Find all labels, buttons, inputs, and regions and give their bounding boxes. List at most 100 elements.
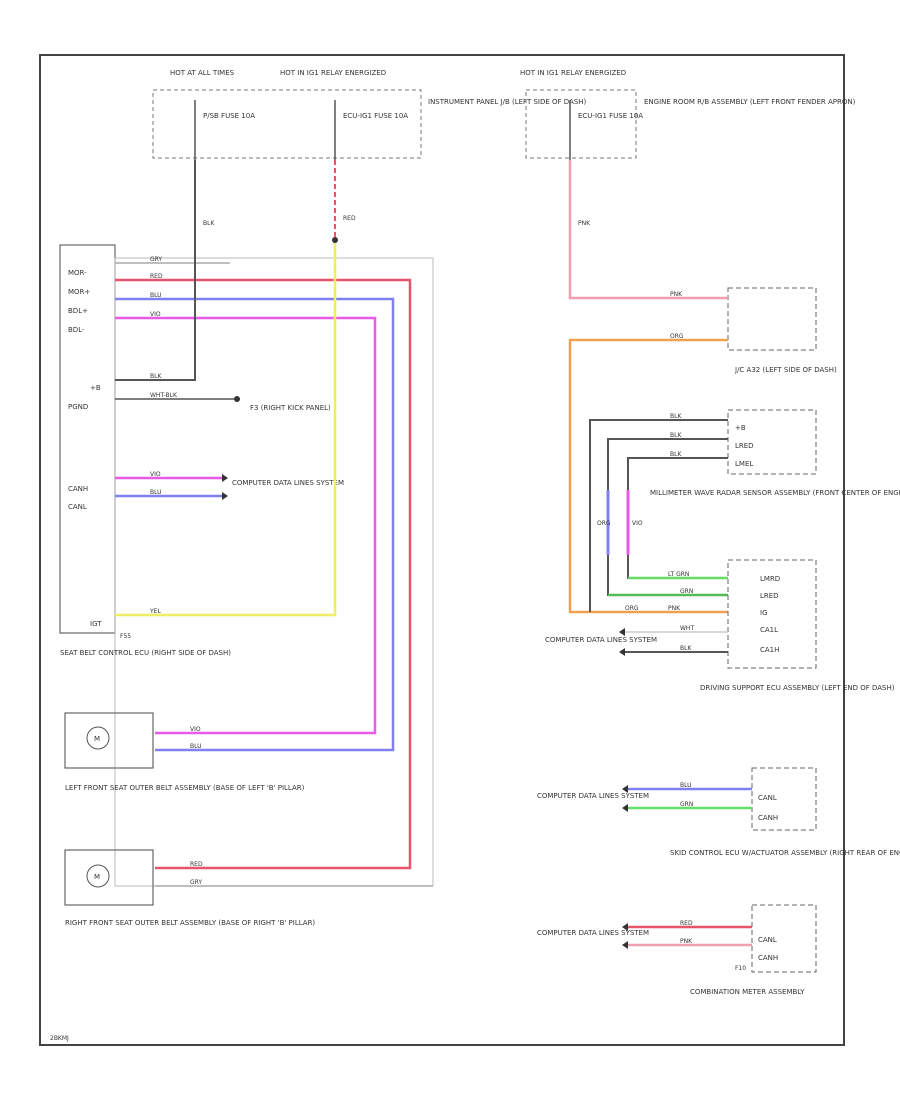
- wire-blu-bdl-plus: [115, 297, 395, 752]
- fuse-2-name: ECU-IG1 FUSE 10A: [343, 112, 408, 120]
- ground-label: F3 (RIGHT KICK PANEL): [250, 404, 331, 412]
- ecu-pin-bdl-minus: BDL-: [68, 326, 85, 334]
- skid-pin-2: CANH: [758, 814, 778, 822]
- radar-pin-1: +B: [735, 424, 746, 432]
- wire-label-lt-grn: LT GRN: [668, 571, 689, 578]
- connector-arrow-ds-2: [619, 648, 625, 656]
- ecu-pin-plus-b: +B: [90, 384, 101, 392]
- ecu-pin-bdl-plus: BDL+: [68, 307, 88, 315]
- fuse-1-hot-label: HOT AT ALL TIMES: [170, 69, 235, 77]
- wire-label-grn-skid: GRN: [680, 801, 693, 808]
- left-belt-motor-label: M: [94, 735, 100, 743]
- data-lines-label-meter: COMPUTER DATA LINES SYSTEM: [537, 929, 649, 937]
- radar-pin-2: LRED: [735, 442, 754, 450]
- diagram-id: 2BKMJ: [50, 1035, 69, 1042]
- wire-label-org-ds: ORG: [625, 605, 639, 612]
- fuse-3-hot-label: HOT IN IG1 RELAY ENERGIZED: [520, 69, 626, 77]
- driving-support-box: [727, 559, 817, 669]
- meter-connector-label: F10: [735, 965, 746, 972]
- radar-label: MILLIMETER WAVE RADAR SENSOR ASSEMBLY (F…: [650, 489, 900, 497]
- seat-belt-ecu-box: [59, 244, 116, 634]
- radar-box: [727, 409, 817, 475]
- fuse-3-name: ECU-IG1 FUSE 10A: [578, 112, 643, 120]
- wire-label-red-top: RED: [150, 273, 163, 280]
- skid-pin-1: CANL: [758, 794, 777, 802]
- wire-label-blk-radar-1: BLK: [670, 413, 682, 420]
- connector-arrow-meter-2: [622, 941, 628, 949]
- ds-pin-2: LRED: [760, 592, 779, 600]
- jc-label: J/C A32 (LEFT SIDE OF DASH): [734, 366, 837, 374]
- data-lines-label-skid: COMPUTER DATA LINES SYSTEM: [537, 792, 649, 800]
- wire-pnk-fuse-3: [568, 160, 728, 300]
- ds-pin-4: CA1L: [760, 626, 778, 634]
- fuse-2-hot-label: HOT IN IG1 RELAY ENERGIZED: [280, 69, 386, 77]
- ecu-pin-canh: CANH: [68, 485, 88, 493]
- wire-label-blu-canl: BLU: [150, 489, 162, 496]
- right-belt-motor-label: M: [94, 873, 100, 881]
- wire-label-red-fuse: RED: [343, 215, 356, 222]
- left-belt-label: LEFT FRONT SEAT OUTER BELT ASSEMBLY (BAS…: [65, 784, 305, 792]
- skid-label: SKID CONTROL ECU W/ACTUATOR ASSEMBLY (RI…: [670, 849, 900, 857]
- wire-label-blk-radar-3: BLK: [670, 451, 682, 458]
- right-belt-label: RIGHT FRONT SEAT OUTER BELT ASSEMBLY (BA…: [65, 919, 315, 927]
- ecu-pin-mor-minus: MOR-: [68, 269, 87, 277]
- fuse-1-name: P/SB FUSE 10A: [203, 112, 255, 120]
- wire-label-gry-right-belt: GRY: [190, 879, 202, 886]
- meter-pin-2: CANH: [758, 954, 778, 962]
- fuse-block-2: HOT IN IG1 RELAY ENERGIZED ECU-IG1 FUSE …: [520, 69, 643, 160]
- wire-vio-bdl-minus: [115, 316, 377, 735]
- jc-box: [727, 287, 817, 351]
- connector-arrow-canl: [222, 492, 228, 500]
- wire-label-vio-top: VIO: [150, 311, 161, 318]
- meter-pin-1: CANL: [758, 936, 777, 944]
- wire-label-yel: YEL: [149, 608, 161, 615]
- wire-label-gry-top: GRY: [150, 256, 162, 263]
- wire-label-org-vertical: ORG: [597, 520, 611, 527]
- wire-yel-igt: [115, 240, 337, 617]
- ecu-connector-label: F55: [120, 633, 131, 640]
- wire-label-blu-left-belt: BLU: [190, 743, 202, 750]
- wire-label-grn: GRN: [680, 588, 693, 595]
- ecu-pin-mor-plus: MOR+: [68, 288, 90, 296]
- meter-label: COMBINATION METER ASSEMBLY: [690, 988, 805, 996]
- wire-blk-radar-1: [589, 419, 728, 612]
- wire-label-blk-fuse: BLK: [203, 220, 215, 227]
- splice-yel: [332, 237, 338, 243]
- wire-label-pnk-jc: PNK: [670, 291, 683, 298]
- connector-arrow-meter-1: [622, 923, 628, 931]
- skid-box: [751, 767, 817, 831]
- ecu-pin-igt: IGT: [90, 620, 102, 628]
- data-lines-label-ds: COMPUTER DATA LINES SYSTEM: [545, 636, 657, 644]
- wire-label-blk-plus-b: BLK: [150, 373, 162, 380]
- right-belt-motor-icon: [86, 864, 110, 888]
- wire-label-red-meter: RED: [680, 920, 693, 927]
- connector-arrow-skid-2: [622, 804, 628, 812]
- wire-label-pnk-fuse: PNK: [578, 220, 591, 227]
- wire-label-blk-ds: BLK: [680, 645, 692, 652]
- connector-arrow-skid-1: [622, 785, 628, 793]
- right-belt-box: [64, 849, 154, 906]
- wire-label-vio-left-belt: VIO: [190, 726, 201, 733]
- wire-label-blu-top: BLU: [150, 292, 162, 299]
- wire-red-mor-plus: [115, 278, 412, 870]
- ground-point: [234, 396, 240, 402]
- left-belt-box: [64, 712, 154, 769]
- wire-blk-plus-b: [115, 160, 196, 381]
- ecu-pin-canl: CANL: [68, 503, 87, 511]
- fuse-block-1: HOT AT ALL TIMES P/SB FUSE 10A HOT IN IG…: [152, 69, 422, 160]
- wire-label-vio-vertical: VIO: [632, 520, 643, 527]
- wire-label-pnk-meter: PNK: [680, 938, 693, 945]
- radar-pin-3: LMEL: [735, 460, 753, 468]
- wire-label-blu-skid: BLU: [680, 782, 692, 789]
- left-belt-motor-icon: [86, 726, 110, 750]
- wire-label-pnk-ds: PNK: [668, 605, 681, 612]
- seat-belt-ecu-label: SEAT BELT CONTROL ECU (RIGHT SIDE OF DAS…: [60, 649, 231, 657]
- wire-label-blk-radar-2: BLK: [670, 432, 682, 439]
- diagram-frame: [39, 54, 845, 1046]
- connector-arrow-ds-1: [619, 628, 625, 636]
- wire-blk-radar-3: [627, 457, 728, 579]
- connector-arrow-canh: [222, 474, 228, 482]
- driving-support-label: DRIVING SUPPORT ECU ASSEMBLY (LEFT END O…: [700, 684, 895, 692]
- fuse-location-1: INSTRUMENT PANEL J/B (LEFT SIDE OF DASH): [428, 98, 587, 106]
